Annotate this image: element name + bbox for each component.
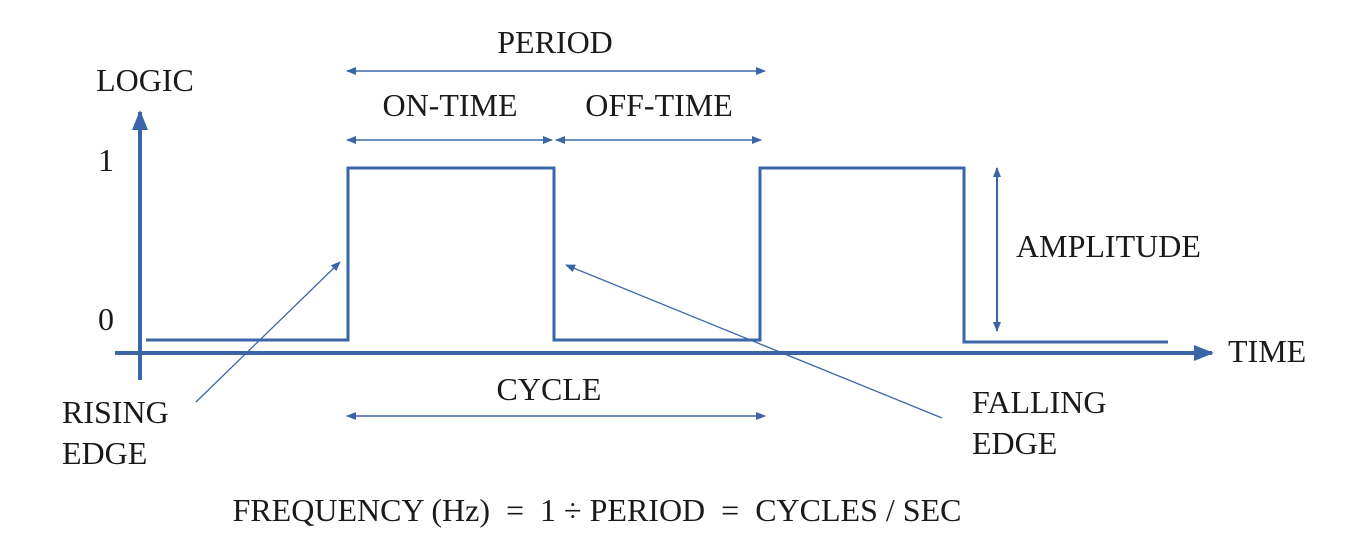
logic-one-label: 1 xyxy=(98,142,114,178)
falling-edge-label-line1: FALLING xyxy=(972,384,1107,420)
period-label: PERIOD xyxy=(497,24,613,60)
amplitude-label: AMPLITUDE xyxy=(1016,228,1201,264)
rising-edge-pointer xyxy=(195,261,341,403)
on-time-label: ON-TIME xyxy=(382,87,517,123)
time-axis-label: TIME xyxy=(1228,333,1306,369)
frequency-formula: FREQUENCY (Hz) = 1 ÷ PERIOD = CYCLES / S… xyxy=(233,492,962,528)
falling-edge-pointer xyxy=(565,264,943,419)
off-time-label: OFF-TIME xyxy=(585,87,733,123)
logic-axis-label: LOGIC xyxy=(96,62,194,98)
rising-edge-label: RISING EDGE xyxy=(62,394,177,471)
cycle-label: CYCLE xyxy=(497,371,602,407)
falling-edge-label: FALLING EDGE xyxy=(972,384,1115,461)
falling-edge-label-line2: EDGE xyxy=(972,425,1057,461)
rising-edge-label-line2: EDGE xyxy=(62,435,147,471)
rising-edge-label-line1: RISING xyxy=(62,394,169,430)
logic-zero-label: 0 xyxy=(98,301,114,337)
square-wave-signal xyxy=(146,166,1168,344)
